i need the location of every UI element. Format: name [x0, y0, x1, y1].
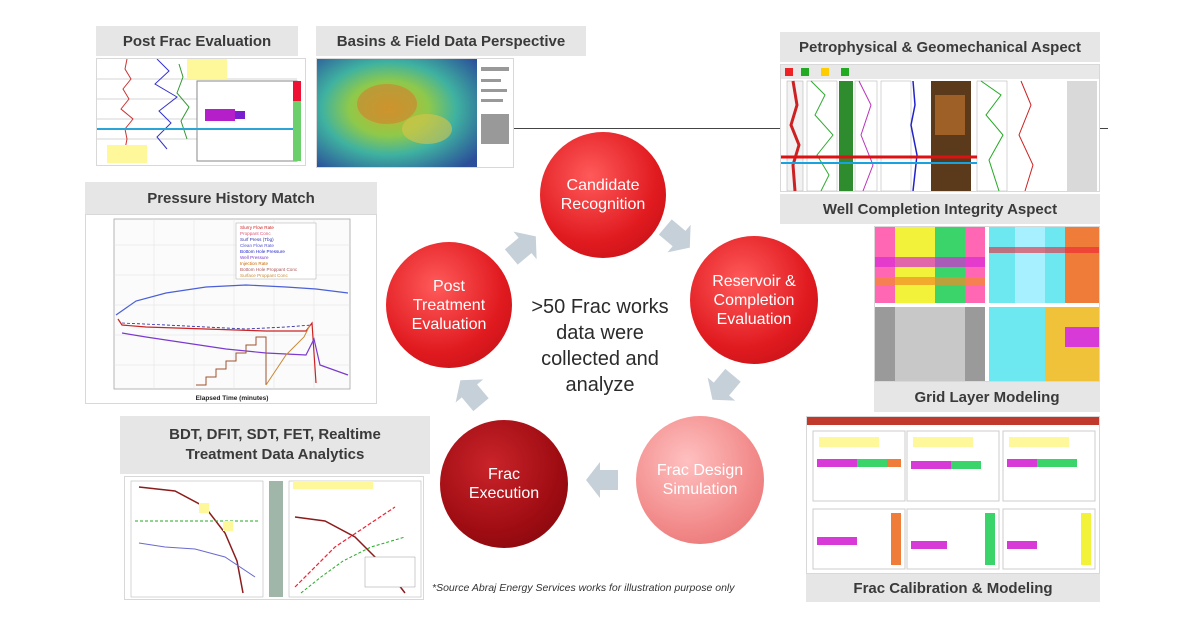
grid-layer-image [874, 226, 1100, 382]
analytics-charts-image [124, 476, 424, 600]
post-treatment-circle: Post Treatment Evaluation [386, 242, 512, 368]
legend-injection: Injection Rate [240, 261, 269, 266]
legend-bh-proppant: Bottom Hole Proppant Conc [240, 267, 298, 272]
legend-clean-flow: Clean Flow Rate [240, 243, 274, 248]
arrow-candidate-to-reservoir [658, 219, 691, 253]
legend-bhp: Bottom Hole Pressure [240, 249, 285, 254]
analytics-title: BDT, DFIT, SDT, FET, Realtime Treatment … [120, 416, 430, 474]
frac-calibration-title: Frac Calibration & Modeling [806, 574, 1100, 602]
arrow-post-to-candidate [504, 231, 537, 265]
legend-surf-press: Surf Press (Tbg) [240, 237, 274, 242]
frac-calibration-image [806, 416, 1100, 574]
petro-title: Petrophysical & Geomechanical Aspect [780, 32, 1100, 62]
legend-surf-proppant: Surface Proppant Conc [240, 273, 288, 278]
candidate-recognition-circle: Candidate Recognition [540, 132, 666, 258]
arrow-simulation-to-execution [586, 462, 618, 498]
basins-title: Basins & Field Data Perspective [316, 26, 586, 56]
pressure-title: Pressure History Match [85, 182, 377, 214]
legend-proppant: Proppant Conc [240, 231, 271, 236]
pressure-xlabel: Elapsed Time (minutes) [196, 395, 269, 402]
pressure-chart-panel: Slurry Flow Rate Proppant Conc Surf Pres… [85, 214, 377, 404]
basins-map-image [316, 58, 514, 168]
reservoir-completion-circle: Reservoir & Completion Evaluation [690, 236, 818, 364]
frac-execution-circle: Frac Execution [440, 420, 568, 548]
arrow-execution-to-post [455, 379, 489, 412]
grid-title: Grid Layer Modeling [874, 382, 1100, 412]
source-note: *Source Abraj Energy Services works for … [432, 582, 735, 594]
arrow-reservoir-to-simulation [707, 368, 741, 401]
post-frac-title: Post Frac Evaluation [96, 26, 298, 56]
petro-log-image [780, 64, 1100, 192]
legend-slurry: Slurry Flow Rate [240, 225, 274, 230]
well-completion-title: Well Completion Integrity Aspect [780, 194, 1100, 224]
frac-design-simulation-circle: Frac Design Simulation [636, 416, 764, 544]
center-summary-text: >50 Frac works data were collected and a… [531, 296, 669, 396]
post-frac-image [96, 58, 306, 166]
legend-well-pressure: Well Pressure [240, 255, 269, 260]
